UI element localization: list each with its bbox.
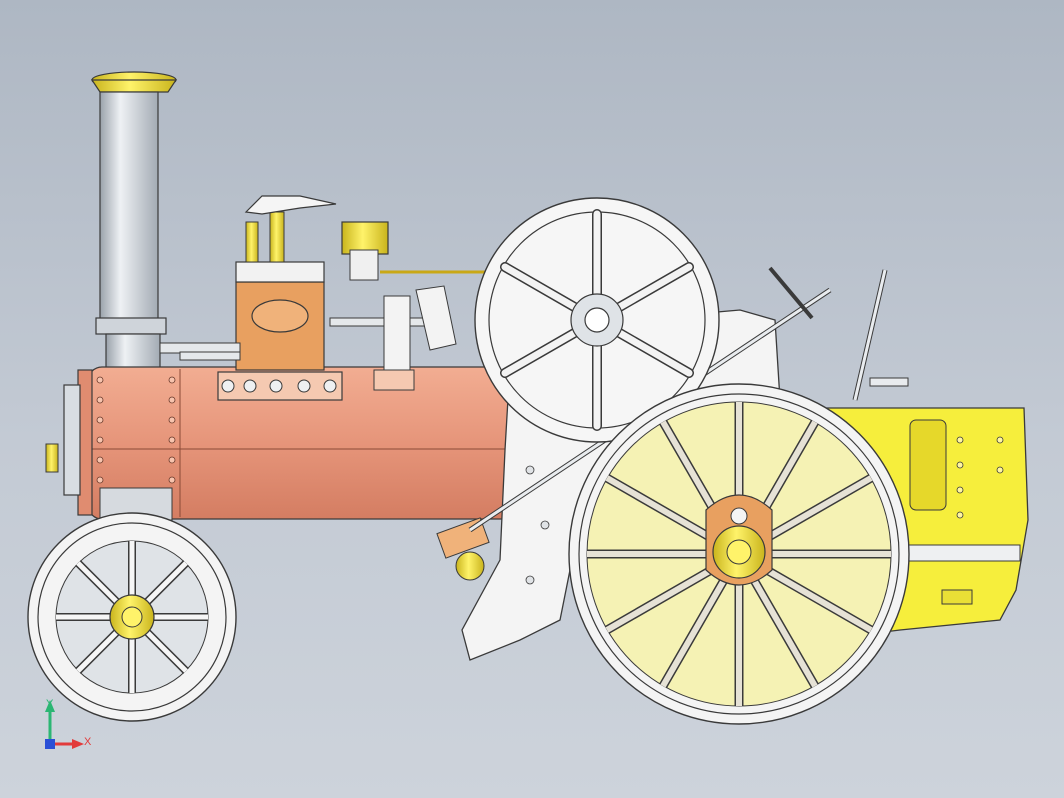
- flywheel[interactable]: [474, 197, 720, 443]
- chimney[interactable]: [90, 71, 179, 387]
- cylinder-block[interactable]: [217, 195, 389, 401]
- triad-x-label: X: [84, 736, 92, 748]
- front-wheel[interactable]: [27, 512, 237, 722]
- rear-wheel[interactable]: [568, 383, 910, 725]
- coordinate-triad-icon: [45, 700, 84, 749]
- triad-y-label: Y: [46, 698, 54, 710]
